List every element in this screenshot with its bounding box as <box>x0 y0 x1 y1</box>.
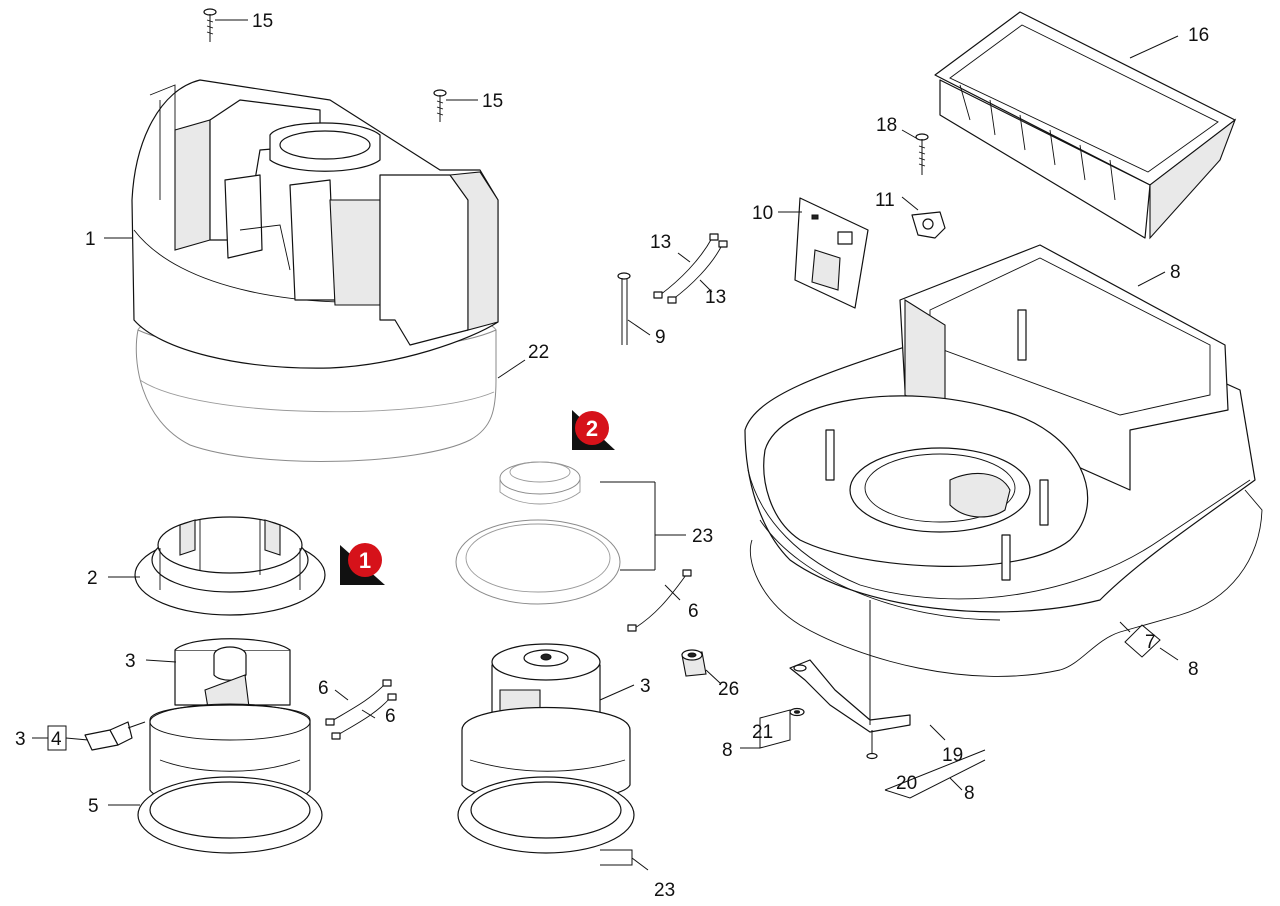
label-22: 22 <box>528 342 549 363</box>
cable-6-left-pair <box>325 679 397 740</box>
label-4: 4 <box>51 729 62 750</box>
label-26: 26 <box>718 679 739 700</box>
label-8-housing: 8 <box>1170 262 1181 283</box>
label-6-b: 6 <box>385 706 396 727</box>
label-5: 5 <box>88 796 99 817</box>
part-1-motor-head <box>131 79 499 369</box>
marker-1: 1 <box>340 543 385 585</box>
cables-13 <box>653 233 728 304</box>
part-16-filter <box>934 11 1237 240</box>
label-7: 7 <box>1145 632 1156 653</box>
part-7-gasket <box>749 489 1263 677</box>
part-26-bushing <box>681 649 707 677</box>
label-18: 18 <box>876 115 897 136</box>
screw-18 <box>915 133 929 175</box>
marker-2-number: 2 <box>586 416 598 441</box>
label-8-washer: 8 <box>722 740 733 761</box>
label-10: 10 <box>752 203 773 224</box>
label-15-right: 15 <box>482 91 503 112</box>
label-16: 16 <box>1188 25 1209 46</box>
label-9: 9 <box>655 327 666 348</box>
label-21: 21 <box>752 722 773 743</box>
label-23-bottom: 23 <box>654 880 675 901</box>
part-4-switch <box>84 721 146 751</box>
label-3-left: 3 <box>125 651 136 672</box>
part-11-clip <box>911 211 946 239</box>
label-6-a: 6 <box>318 678 329 699</box>
label-2: 2 <box>87 568 98 589</box>
label-23-rings: 23 <box>692 526 713 547</box>
label-13-a: 13 <box>650 232 671 253</box>
screw-15-top <box>203 8 217 42</box>
label-11: 11 <box>875 190 895 211</box>
part-5-seal <box>137 776 323 854</box>
part-3-motor-center <box>457 643 635 854</box>
part-19-bracket <box>789 659 911 733</box>
label-8-gasket: 8 <box>1188 659 1199 680</box>
part-20-screw <box>866 730 878 760</box>
label-19: 19 <box>942 745 963 766</box>
cable-6-center <box>627 569 692 632</box>
label-3-center: 3 <box>640 676 651 697</box>
label-20: 20 <box>896 773 917 794</box>
label-6-c: 6 <box>688 601 699 622</box>
marker-2: 2 <box>572 410 615 450</box>
marker-1-number: 1 <box>359 548 371 573</box>
part-21-washer <box>789 707 805 717</box>
part-8-housing <box>744 244 1256 621</box>
part-23-ghost-rings <box>455 461 621 605</box>
label-8-bracket: 8 <box>964 783 975 804</box>
label-15-top: 15 <box>252 11 273 32</box>
label-13-b: 13 <box>705 287 726 308</box>
part-labels: 15 15 1 22 2 3 3 4 5 6 6 6 23 3 26 23 9 … <box>15 11 1209 901</box>
screw-15-right <box>433 89 447 122</box>
part-2-motor-ring <box>134 516 326 616</box>
part-10-pcb <box>794 197 869 309</box>
leader-lines <box>32 19 1179 871</box>
screw-9 <box>617 272 631 345</box>
label-3-switch: 3 <box>15 729 26 750</box>
label-1: 1 <box>85 229 96 250</box>
